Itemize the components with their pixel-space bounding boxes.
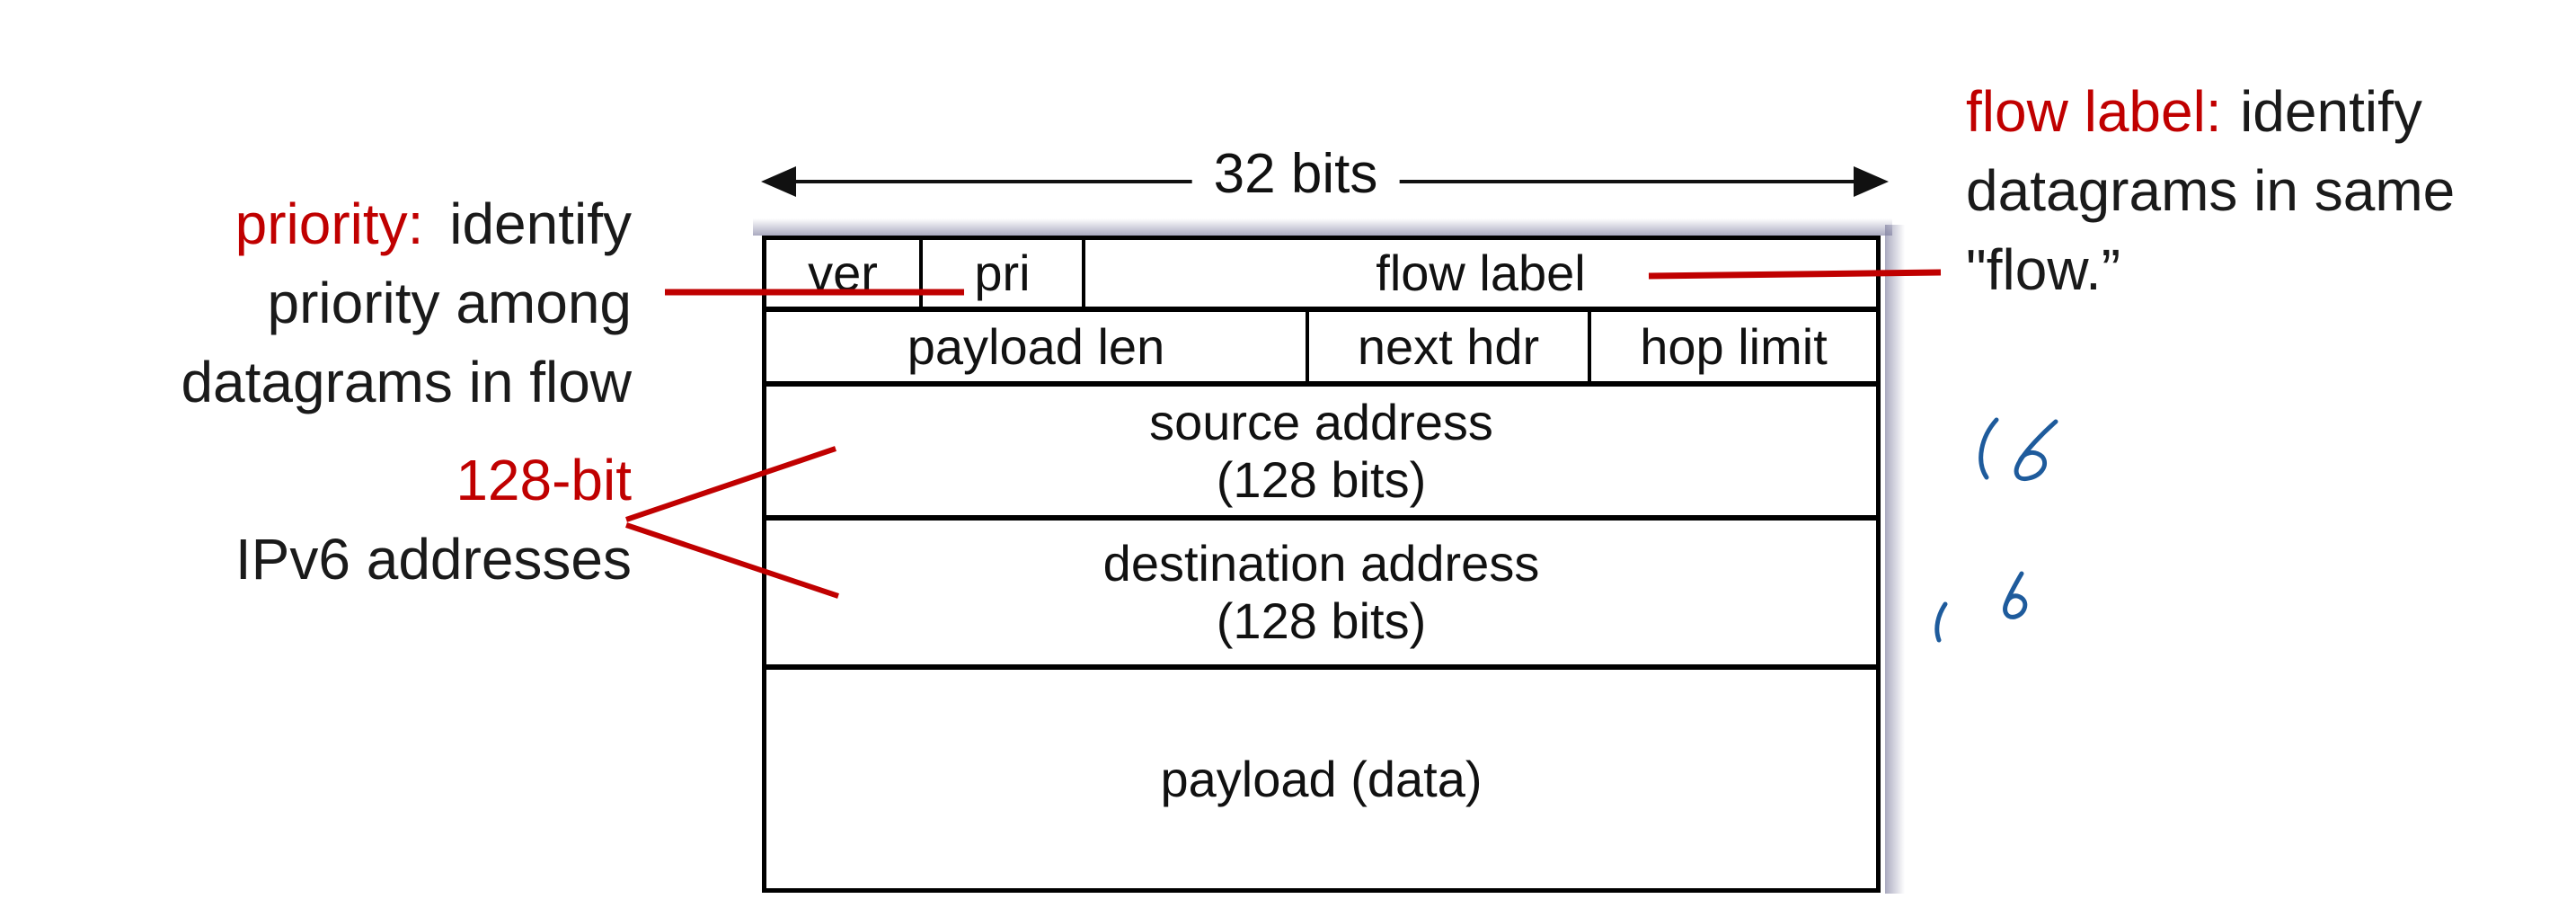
destination-address-line1: destination address: [1102, 535, 1540, 592]
header-row-2: payload len next hdr hop limit: [766, 312, 1876, 387]
priority-note: priority: identify priority among datagra…: [54, 184, 632, 422]
flow-label-note: flow label: identify datagrams in same "f…: [1966, 72, 2455, 309]
pri-field: pri: [923, 240, 1085, 307]
source-address-line2: (128 bits): [1216, 450, 1427, 508]
flow-label-term: flow label:: [1966, 79, 2222, 144]
handwritten-ink-note-2: [1934, 571, 2028, 643]
source-address-line1: source address: [1149, 393, 1493, 450]
ink-paren-2: [1934, 601, 1948, 643]
flow-line1-rest: identify: [2240, 79, 2422, 144]
priority-line1-rest: identify: [449, 191, 632, 256]
arrowhead-right-icon: [1854, 166, 1889, 197]
payload-row: payload (data): [766, 670, 1876, 888]
priority-note-line2: priority among: [267, 271, 633, 335]
flow-note-line3: "flow.”: [1966, 237, 2121, 302]
ink-six-2: [2003, 571, 2028, 619]
payload-len-field: payload len: [766, 312, 1309, 381]
destination-address-field: destination address (128 bits): [766, 521, 1876, 664]
addresses-note-line2: IPv6 addresses: [235, 527, 632, 592]
header-row-1: ver pri flow label: [766, 240, 1876, 312]
source-address-field: source address (128 bits): [766, 387, 1876, 515]
ver-field: ver: [766, 240, 923, 307]
destination-address-line2: (128 bits): [1216, 592, 1427, 649]
payload-field: payload (data): [1160, 750, 1483, 807]
source-address-row: source address (128 bits): [766, 387, 1876, 521]
flow-note-line1: flow label: identify: [1966, 72, 2455, 151]
ink-paren-1: [1978, 417, 1999, 480]
bits-width-label: 32 bits: [1191, 142, 1400, 206]
addresses-note: 128-bit IPv6 addresses: [144, 441, 632, 599]
ink-six-1: [2014, 419, 2058, 482]
table-shadow-right: [1885, 225, 1905, 894]
hop-limit-field: hop limit: [1640, 317, 1828, 375]
flow-label-field: flow label: [1376, 245, 1586, 301]
priority-term: priority:: [235, 191, 424, 256]
priority-note-line3: datagrams in flow: [181, 350, 632, 414]
addresses-note-line1: 128-bit: [456, 448, 632, 512]
destination-address-row: destination address (128 bits): [766, 521, 1876, 670]
table-shadow-top: [753, 218, 1892, 236]
handwritten-ink-note-1: [1978, 417, 2058, 482]
priority-note-line1: priority: identify: [54, 184, 632, 263]
next-hdr-field: next hdr: [1309, 312, 1591, 381]
arrowhead-left-icon: [761, 166, 796, 197]
ipv6-header-table: ver pri flow label payload len next hdr …: [762, 236, 1881, 893]
flow-note-line2: datagrams in same: [1966, 158, 2456, 223]
